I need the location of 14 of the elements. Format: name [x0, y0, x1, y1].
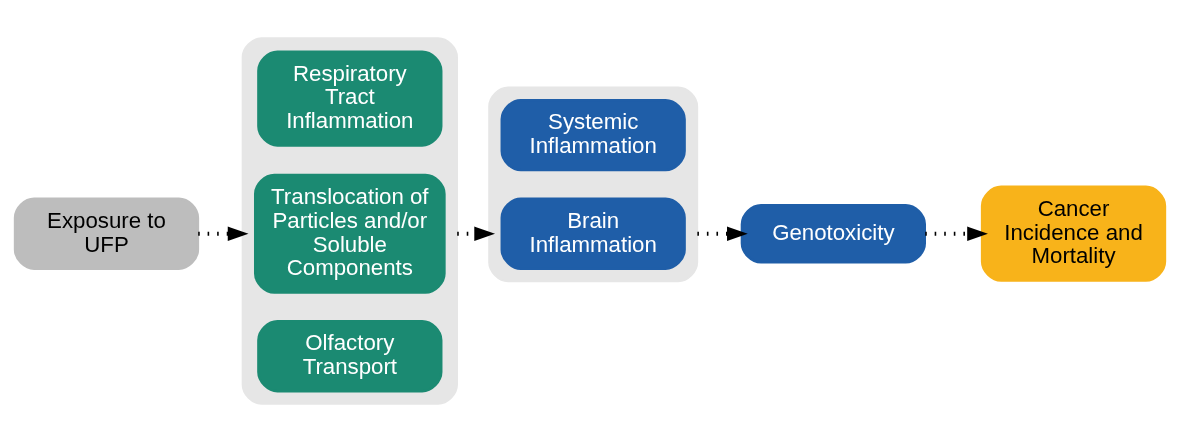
cluster — [241, 36, 458, 405]
node-box: Translocation of Particles and/or Soluble Components — [254, 173, 446, 294]
arrow — [457, 225, 496, 241]
node-box: Olfactory Transport — [257, 319, 443, 392]
node-box: Genotoxicity — [740, 203, 926, 264]
node-box: Respiratory Tract Inflammation — [257, 49, 443, 147]
node-box: Brain Inflammation — [500, 197, 686, 270]
node-box: Systemic Inflammation — [500, 98, 686, 171]
arrow — [925, 225, 988, 241]
node-box: Cancer Incidence and Mortality — [980, 185, 1167, 282]
node-box: Exposure to UFP — [13, 197, 200, 270]
arrow — [697, 225, 748, 241]
arrow — [198, 225, 249, 241]
cluster — [488, 86, 699, 282]
